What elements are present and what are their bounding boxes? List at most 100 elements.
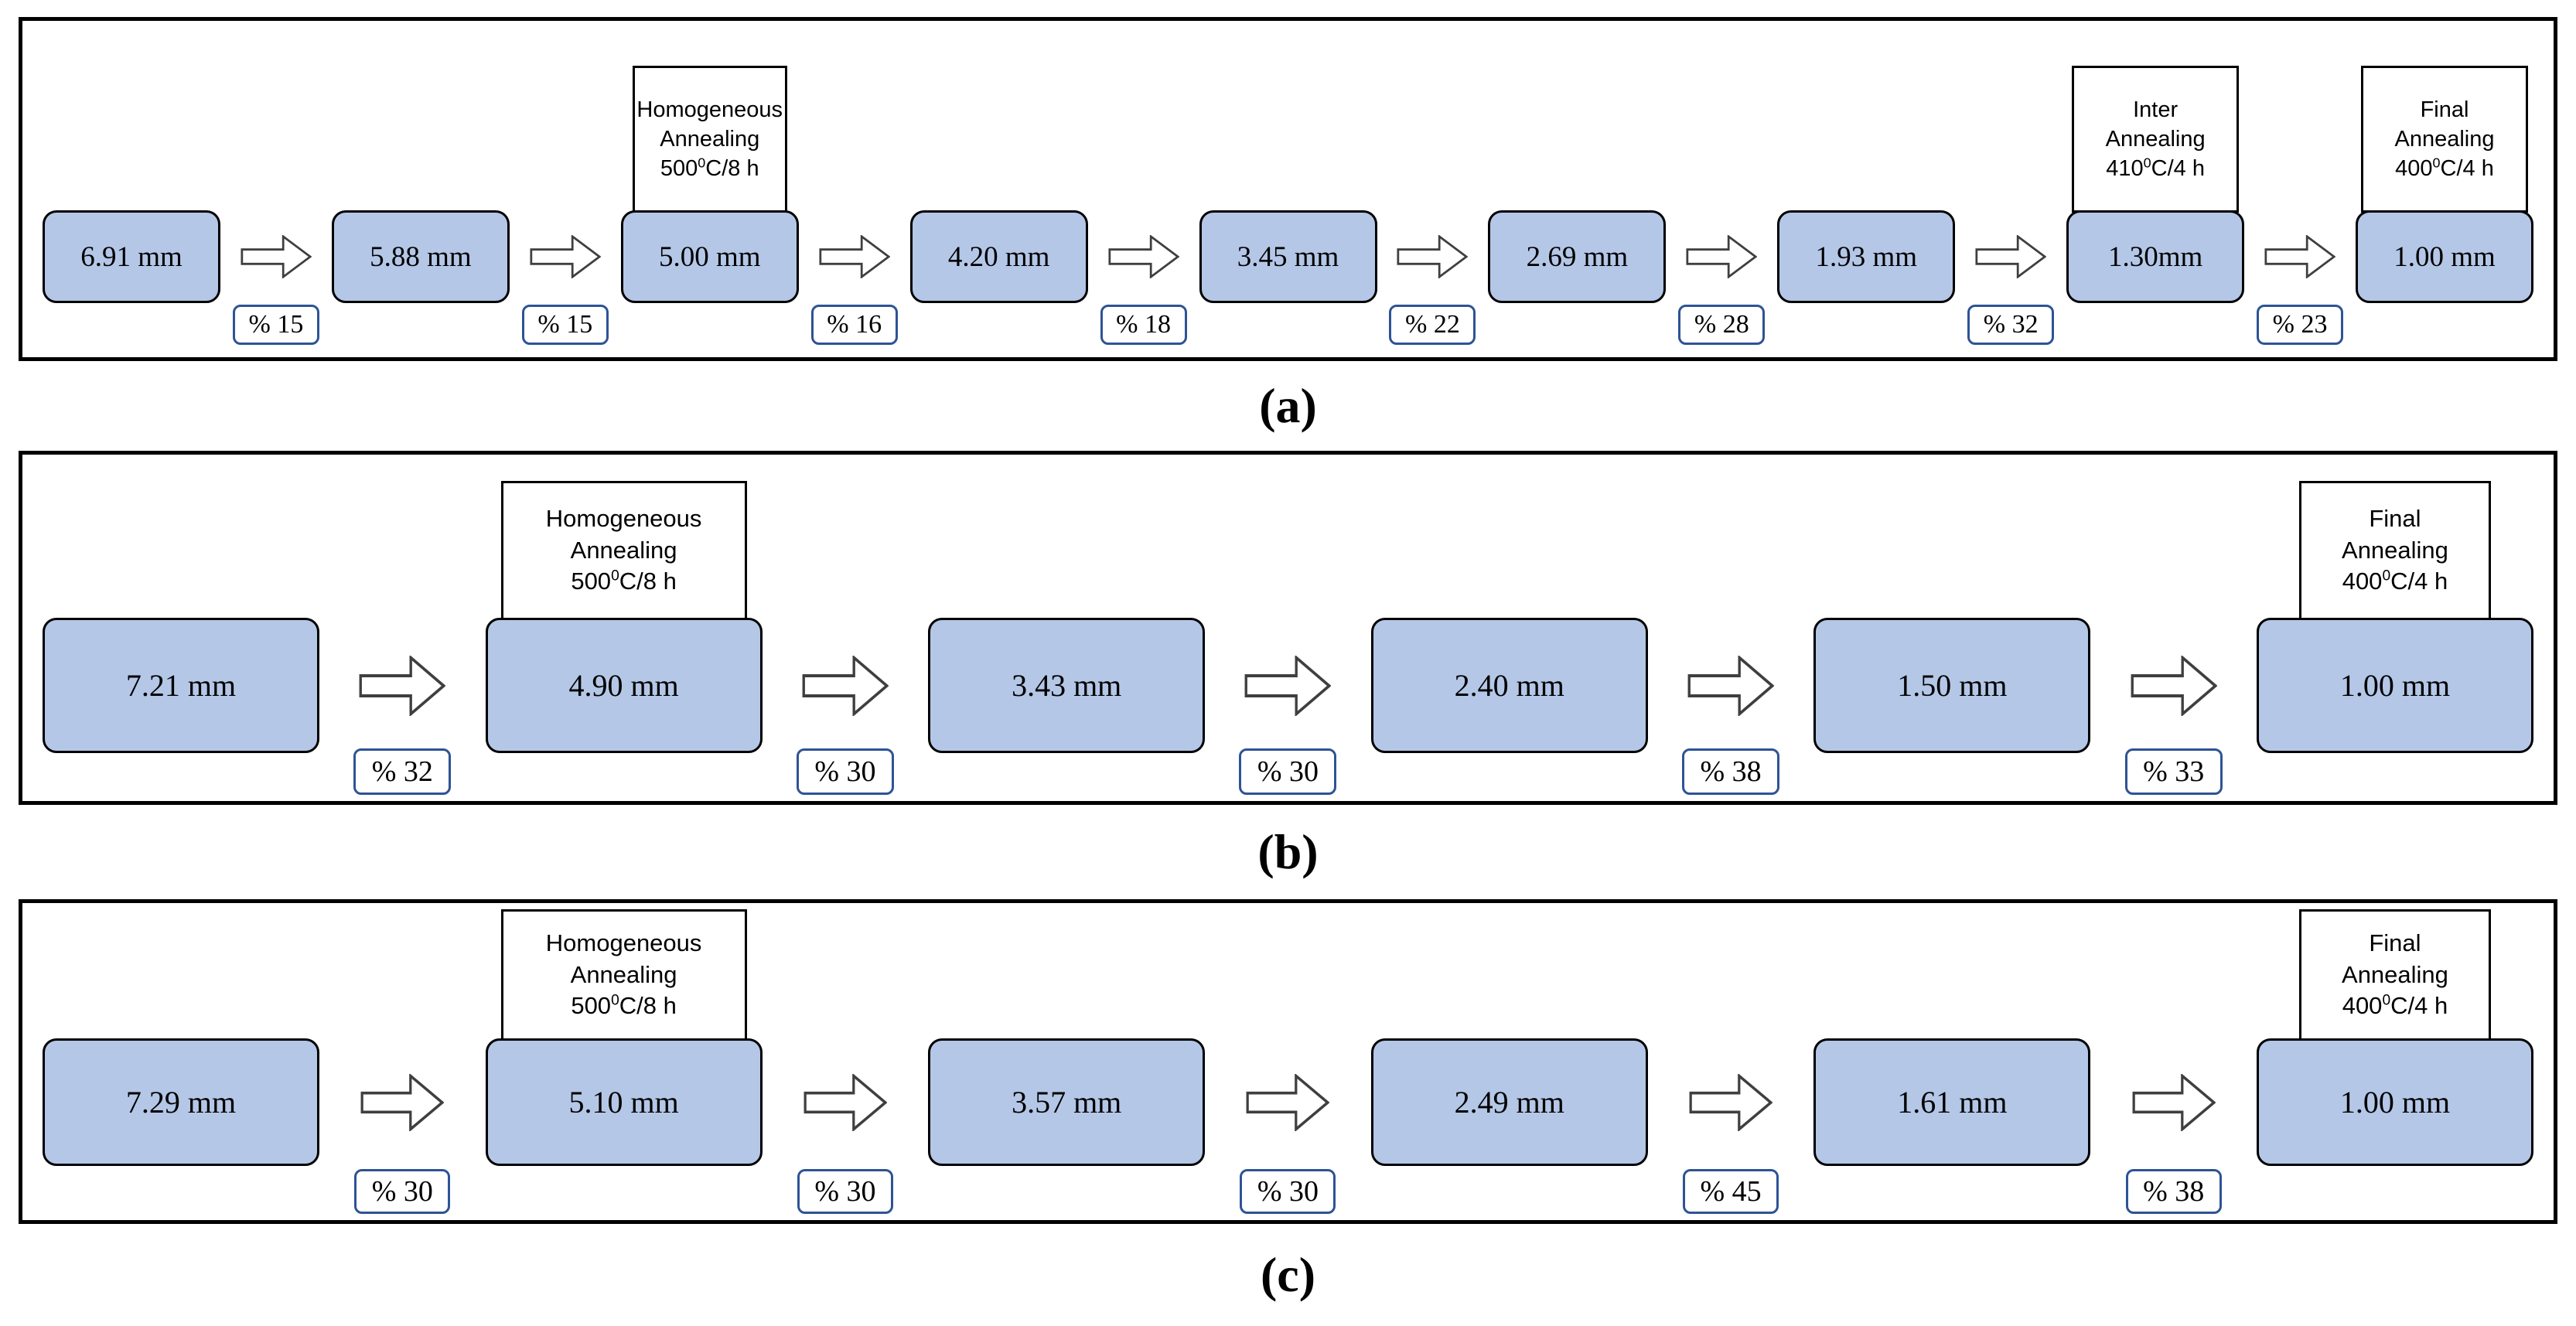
panel-b: 7.21 mm % 32 Homogeneous Annealing 5000C… <box>19 451 2557 805</box>
annealing-note-line: Annealing <box>660 126 760 152</box>
process-connector: % 15 <box>510 235 621 345</box>
process-connector: % 45 <box>1648 1074 1813 1214</box>
arrow-right-icon <box>241 235 312 278</box>
arrow-right-icon <box>1687 656 1775 716</box>
annealing-note: Final Annealing 4000C/4 h <box>2298 909 2491 1041</box>
annealing-note-line: 5000C/8 h <box>571 992 677 1020</box>
arrow-right-icon <box>360 1074 445 1131</box>
arrow-right-icon <box>1686 235 1758 278</box>
arrow-right-icon <box>2131 656 2217 716</box>
thickness-box: 2.69 mm <box>1488 210 1667 303</box>
process-connector: % 23 <box>2244 235 2356 345</box>
process-stage: 3.45 mm <box>1199 210 1377 303</box>
reduction-badge: % 38 <box>2125 1169 2222 1214</box>
annealing-note-line: Homogeneous <box>545 929 702 956</box>
arrow-right-icon <box>1245 656 1332 716</box>
annealing-note-line: Inter <box>2133 97 2179 122</box>
process-stage: 6.91 mm <box>43 210 220 303</box>
process-stage: Homogeneous Annealing 5000C/8 h 5.00 mm <box>620 66 799 303</box>
process-stage: 3.57 mm <box>928 1038 1206 1166</box>
arrow-right-icon <box>802 656 889 716</box>
annealing-note: Final Annealing 4000C/4 h <box>2298 481 2491 620</box>
reduction-badge: % 15 <box>232 305 319 345</box>
thickness-box: 3.57 mm <box>928 1038 1206 1166</box>
process-connector: % 15 <box>220 235 332 345</box>
process-connector: % 38 <box>1648 656 1813 795</box>
process-stage: 7.29 mm <box>43 1038 319 1166</box>
reduction-badge: % 28 <box>1678 305 1766 345</box>
process-stage: 1.50 mm <box>1813 618 2091 753</box>
process-connector: % 18 <box>1088 235 1199 345</box>
arrow-right-icon <box>2132 1074 2216 1131</box>
process-connector: % 30 <box>1205 656 1370 795</box>
process-stage: Inter Annealing 4100C/4 h 1.30mm <box>2066 66 2245 303</box>
process-connector: % 33 <box>2091 656 2257 795</box>
process-stage: 2.49 mm <box>1370 1038 1648 1166</box>
thickness-box: 7.21 mm <box>43 618 319 753</box>
process-stage: 2.69 mm <box>1488 210 1667 303</box>
thickness-box: 7.29 mm <box>43 1038 319 1166</box>
thickness-box: 3.45 mm <box>1199 210 1377 303</box>
arrow-right-icon <box>804 1074 887 1131</box>
annealing-note-line: 4000C/4 h <box>2342 568 2448 595</box>
reduction-badge: % 30 <box>1240 1169 1336 1214</box>
reduction-badge: % 30 <box>797 1169 893 1214</box>
arrow-right-icon <box>1975 235 2047 278</box>
annealing-note-line: Final <box>2420 97 2469 122</box>
process-stage: 5.88 mm <box>331 210 510 303</box>
reduction-badge: % 38 <box>1682 748 1780 795</box>
annealing-note: Final Annealing 4000C/4 h <box>2361 66 2528 213</box>
arrow-right-icon <box>1108 235 1179 278</box>
process-connector: % 22 <box>1377 235 1489 345</box>
process-stage: Homogeneous Annealing 5000C/8 h 5.10 mm <box>485 909 763 1166</box>
thickness-box: 4.90 mm <box>485 618 763 753</box>
panel-c-row: 7.29 mm % 30 Homogeneous Annealing 5000C… <box>22 909 2554 1220</box>
process-stage: Final Annealing 4000C/4 h 1.00 mm <box>2256 481 2533 753</box>
process-stage: 3.43 mm <box>928 618 1206 753</box>
reduction-badge: % 30 <box>1239 748 1337 795</box>
process-connector: % 32 <box>319 656 485 795</box>
thickness-box: 4.20 mm <box>909 210 1088 303</box>
reduction-badge: % 33 <box>2124 748 2223 795</box>
panel-a-row: 6.91 mm % 15 5.88 mm % 15 Homogeneous An… <box>22 66 2554 357</box>
annealing-note-line: 4000C/4 h <box>2342 992 2448 1020</box>
process-stage: Final Annealing 4000C/4 h 1.00 mm <box>2256 909 2533 1166</box>
thickness-box: 1.30mm <box>2066 210 2245 303</box>
reduction-badge: % 30 <box>796 748 894 795</box>
panel-b-row: 7.21 mm % 32 Homogeneous Annealing 5000C… <box>22 481 2554 801</box>
annealing-note-line: Homogeneous <box>545 504 702 532</box>
thickness-box: 1.50 mm <box>1813 618 2091 753</box>
annealing-note-line: Annealing <box>570 536 677 564</box>
process-connector: % 28 <box>1666 235 1777 345</box>
reduction-badge: % 22 <box>1389 305 1476 345</box>
panel-label-a: (a) <box>1259 378 1317 433</box>
arrow-right-icon <box>530 235 601 278</box>
arrow-right-icon <box>1397 235 1469 278</box>
thickness-box: 5.00 mm <box>620 210 799 303</box>
reduction-badge: % 15 <box>521 305 609 345</box>
process-connector: % 38 <box>2091 1074 2257 1214</box>
thickness-box: 3.43 mm <box>928 618 1206 753</box>
reduction-badge: % 16 <box>810 305 898 345</box>
thickness-box: 1.00 mm <box>2256 618 2533 753</box>
process-connector: % 30 <box>319 1074 485 1214</box>
panel-c: 7.29 mm % 30 Homogeneous Annealing 5000C… <box>19 899 2557 1224</box>
annealing-note-line: Annealing <box>2342 960 2448 988</box>
thickness-box: 1.00 mm <box>2256 1038 2533 1166</box>
process-stage: 2.40 mm <box>1370 618 1648 753</box>
annealing-note-line: 4100C/4 h <box>2106 155 2205 182</box>
process-stage: Homogeneous Annealing 5000C/8 h 4.90 mm <box>485 481 763 753</box>
thickness-box: 5.88 mm <box>331 210 510 303</box>
arrow-right-icon <box>819 235 890 278</box>
annealing-note-line: 5000C/8 h <box>571 568 677 595</box>
process-connector: % 16 <box>799 235 910 345</box>
annealing-note-line: Homogeneous <box>636 97 783 122</box>
arrow-right-icon <box>1689 1074 1773 1131</box>
reduction-badge: % 32 <box>353 748 452 795</box>
annealing-note-line: Annealing <box>570 960 677 988</box>
annealing-note-line: Annealing <box>2394 126 2495 152</box>
reduction-badge: % 45 <box>1683 1169 1779 1214</box>
annealing-note: Inter Annealing 4100C/4 h <box>2072 66 2240 213</box>
annealing-note-line: Final <box>2369 929 2421 956</box>
